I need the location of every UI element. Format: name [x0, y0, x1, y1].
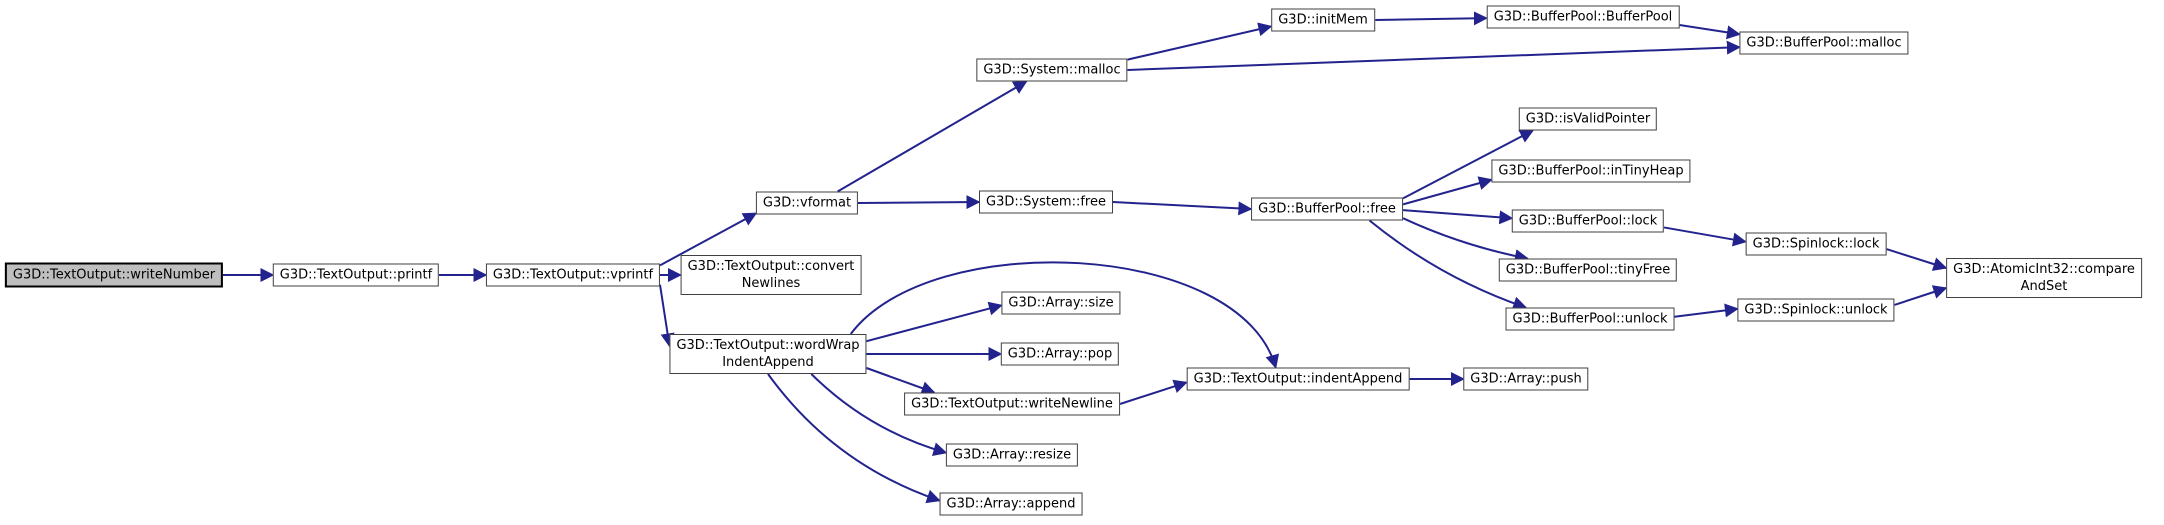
node-label: G3D::Array::pop	[1007, 346, 1113, 362]
edge-sysfree-to-bpfree	[1112, 201, 1253, 216]
edge-spinlock-to-atomic	[1886, 248, 1948, 271]
node-writenewline[interactable]: G3D::TextOutput::writeNewline	[904, 392, 1120, 416]
node-spinunlock[interactable]: G3D::Spinlock::unlock	[1737, 298, 1895, 322]
node-label: G3D::System::free	[986, 194, 1106, 210]
edge-bplock-to-spinlock	[1663, 226, 1747, 247]
edge-bpfree-to-bplock	[1402, 209, 1514, 225]
node-label: G3D::TextOutput::printf	[279, 267, 433, 283]
edge-spinunlock-to-atomic	[1894, 285, 1948, 306]
edge-writenewline-to-indentappend	[1119, 379, 1188, 405]
node-label: G3D::BufferPool::unlock	[1512, 311, 1668, 327]
node-label: Newlines	[741, 276, 801, 291]
node-bpmalloc[interactable]: G3D::BufferPool::malloc	[1739, 31, 1909, 55]
node-label: G3D::BufferPool::tinyFree	[1505, 262, 1671, 278]
edge-sysmalloc-to-initmem	[1127, 22, 1273, 61]
node-spinlock[interactable]: G3D::Spinlock::lock	[1745, 232, 1887, 256]
node-sysfree[interactable]: G3D::System::free	[979, 190, 1113, 214]
node-label: G3D::Spinlock::unlock	[1744, 302, 1888, 318]
node-sysmalloc[interactable]: G3D::System::malloc	[976, 58, 1128, 82]
node-label: G3D::vformat	[762, 195, 852, 211]
node-label: G3D::BufferPool::lock	[1518, 213, 1658, 229]
edge-sysmalloc-to-bpmalloc	[1127, 40, 1741, 71]
node-printf[interactable]: G3D::TextOutput::printf	[272, 263, 440, 287]
edge-vformat-to-sysfree	[857, 195, 981, 210]
node-arrpop[interactable]: G3D::Array::pop	[1000, 342, 1120, 366]
edge-bpunlock-to-spinunlock	[1674, 303, 1739, 318]
node-intiny[interactable]: G3D::BufferPool::inTinyHeap	[1491, 159, 1691, 183]
node-label: G3D::TextOutput::writeNewline	[911, 396, 1113, 412]
node-bplock[interactable]: G3D::BufferPool::lock	[1511, 209, 1665, 233]
node-label: G3D::BufferPool::malloc	[1746, 35, 1902, 51]
node-label: G3D::Array::append	[946, 496, 1076, 512]
node-bpbufferpool[interactable]: G3D::BufferPool::BufferPool	[1486, 5, 1680, 29]
node-indentappend[interactable]: G3D::TextOutput::indentAppend	[1186, 367, 1410, 391]
node-label: G3D::Array::push	[1470, 371, 1582, 387]
node-bpunlock[interactable]: G3D::BufferPool::unlock	[1505, 307, 1675, 331]
node-arrresize[interactable]: G3D::Array::resize	[945, 443, 1079, 467]
edge-bpfree-to-bptiny	[1402, 217, 1529, 263]
node-label: G3D::BufferPool::free	[1258, 201, 1396, 217]
edge-initmem-to-bpbufferpool	[1374, 11, 1488, 26]
node-label: G3D::TextOutput::writeNumber	[12, 267, 216, 283]
node-label: G3D::TextOutput::vprintf	[492, 267, 654, 283]
node-writenumber[interactable]: G3D::TextOutput::writeNumber	[4, 262, 224, 288]
node-bpfree[interactable]: G3D::BufferPool::free	[1251, 197, 1403, 221]
node-arrpush[interactable]: G3D::Array::push	[1463, 367, 1589, 391]
node-label: G3D::AtomicInt32::compare	[1953, 262, 2135, 277]
node-vformat[interactable]: G3D::vformat	[755, 191, 859, 215]
node-arrappend[interactable]: G3D::Array::append	[939, 492, 1083, 516]
node-label: G3D::TextOutput::wordWrap	[676, 338, 860, 353]
node-arrsize[interactable]: G3D::Array::size	[1001, 291, 1121, 315]
node-label: G3D::initMem	[1278, 12, 1368, 28]
node-label: G3D::isValidPointer	[1525, 111, 1651, 127]
node-label: AndSet	[2020, 279, 2068, 294]
node-bptiny[interactable]: G3D::BufferPool::tinyFree	[1498, 258, 1678, 282]
node-label: G3D::Array::size	[1008, 295, 1114, 311]
edge-vformat-to-sysmalloc	[837, 80, 1028, 193]
edge-vprintf-to-wordwrap	[659, 284, 675, 348]
node-label: G3D::TextOutput::convert	[687, 259, 855, 274]
node-initmem[interactable]: G3D::initMem	[1271, 8, 1375, 32]
node-isvalid[interactable]: G3D::isValidPointer	[1518, 107, 1658, 131]
node-label: G3D::Spinlock::lock	[1752, 236, 1880, 252]
node-label: IndentAppend	[722, 355, 814, 370]
edge-bpbufferpool-to-bpmalloc	[1679, 24, 1741, 40]
node-label: G3D::BufferPool::inTinyHeap	[1498, 163, 1684, 179]
edge-wordwrap-to-arrsize	[866, 301, 1003, 343]
edge-wordwrap-to-writenewline	[866, 367, 936, 395]
node-vprintf[interactable]: G3D::TextOutput::vprintf	[485, 263, 661, 287]
node-label: G3D::System::malloc	[983, 62, 1121, 78]
node-label: G3D::TextOutput::indentAppend	[1193, 371, 1403, 387]
edge-bpfree-to-intiny	[1402, 176, 1493, 206]
node-label: G3D::Array::resize	[952, 447, 1072, 463]
node-label: G3D::BufferPool::BufferPool	[1493, 9, 1673, 25]
